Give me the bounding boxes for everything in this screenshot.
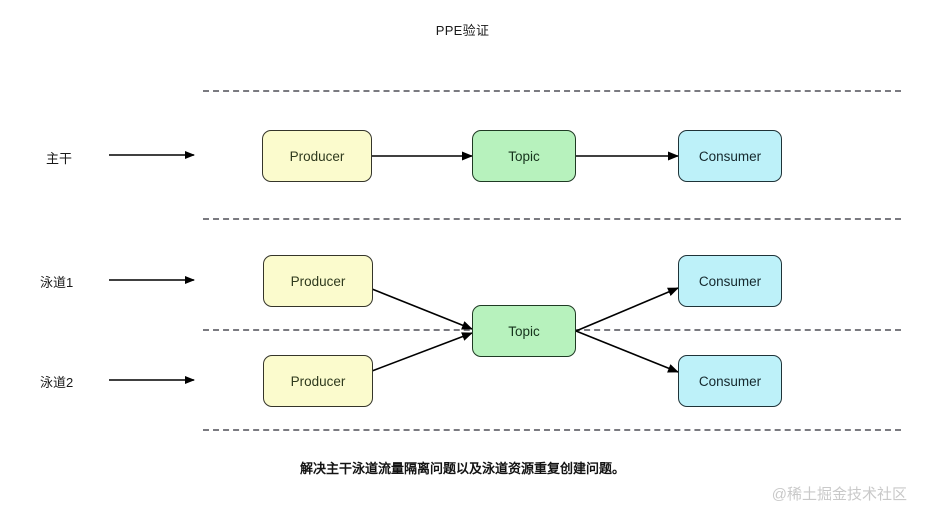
node-topic-shared[interactable]: Topic (472, 305, 576, 357)
watermark: @稀土掘金技术社区 (771, 486, 907, 503)
node-producer-swimlane-1[interactable]: Producer (263, 255, 373, 307)
lane-label-swimlane-2: 泳道2 (40, 375, 74, 390)
edge-producer-lane1-to-topic-shared (371, 288, 473, 330)
node-topic-trunk[interactable]: Topic (472, 130, 576, 182)
node-label: Producer (289, 148, 345, 164)
edge-topic-shared-to-consumer-lane2 (575, 330, 679, 373)
lane-divider-top (203, 90, 901, 92)
lane-entry-arrow-swimlane-1 (109, 276, 195, 284)
lane-entry-arrow-trunk (109, 151, 195, 159)
node-label: Topic (508, 148, 540, 164)
diagram-caption: 解决主干泳道流量隔离问题以及泳道资源重复创建问题。 (299, 461, 625, 476)
lane-entry-arrow-swimlane-2 (109, 376, 195, 384)
node-label: Consumer (698, 148, 762, 164)
lane-label-trunk: 主干 (46, 151, 73, 166)
node-label: Producer (290, 273, 346, 289)
diagram-title: PPE验证 (435, 23, 490, 38)
lane-divider-bottom (203, 429, 901, 431)
edge-topic-shared-to-consumer-lane1 (575, 287, 679, 332)
node-producer-swimlane-2[interactable]: Producer (263, 355, 373, 407)
node-label: Topic (508, 323, 540, 339)
node-label: Producer (290, 373, 346, 389)
node-producer-trunk[interactable]: Producer (262, 130, 372, 182)
lane-divider-second (203, 218, 901, 220)
lane-label-swimlane-1: 泳道1 (40, 275, 74, 290)
node-label: Consumer (698, 273, 762, 289)
node-consumer-swimlane-2[interactable]: Consumer (678, 355, 782, 407)
node-consumer-swimlane-1[interactable]: Consumer (678, 255, 782, 307)
node-label: Consumer (698, 373, 762, 389)
node-consumer-trunk[interactable]: Consumer (678, 130, 782, 182)
edge-producer-lane2-to-topic-shared (371, 332, 473, 372)
